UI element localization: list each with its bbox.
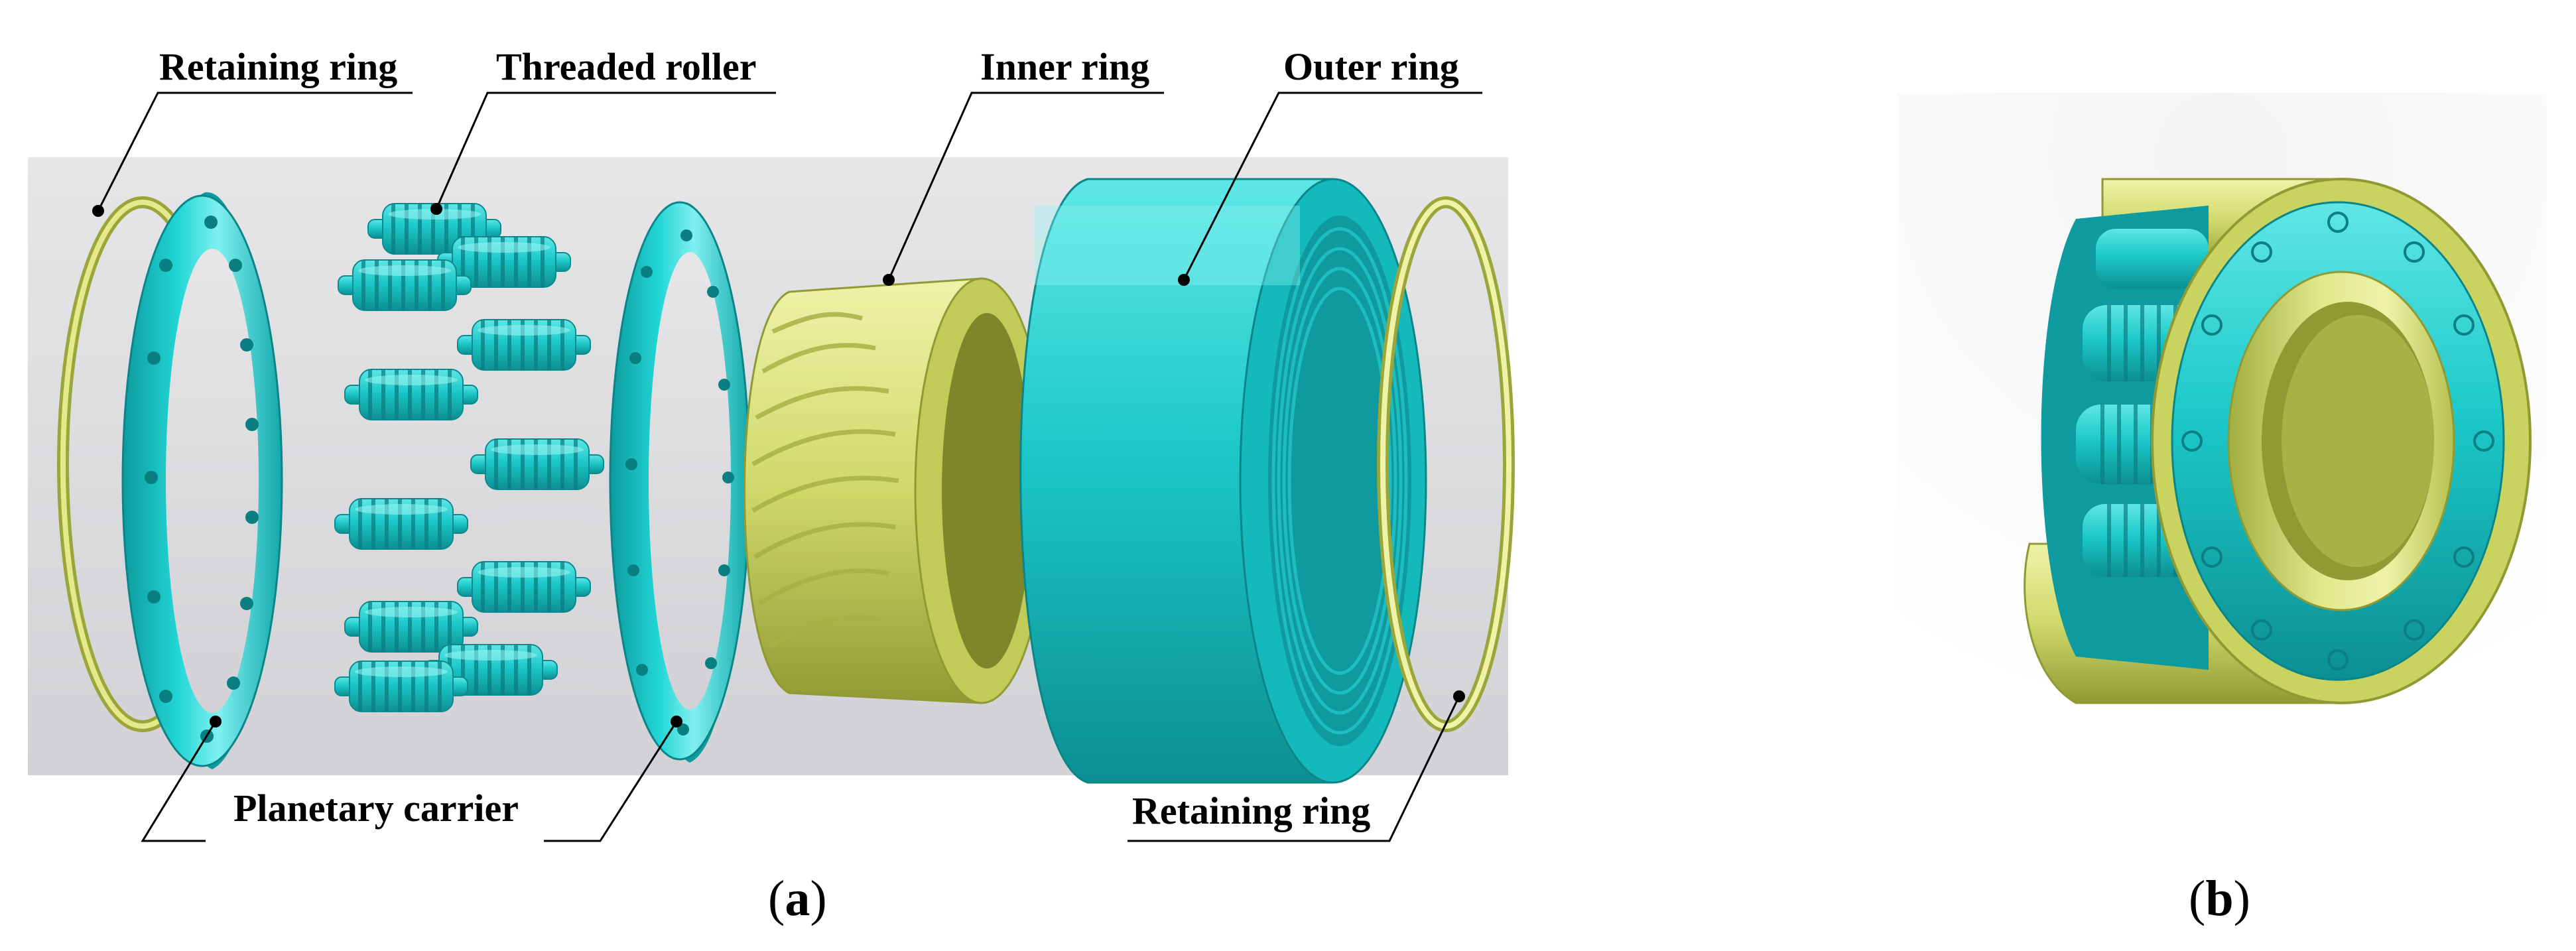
panel-a: Retaining ring Threaded roller Inner rin… (28, 45, 1515, 926)
caption-a: (a) (768, 871, 827, 926)
threaded-roller-part (458, 320, 590, 370)
leader-lines (97, 92, 1482, 842)
leader-inner-ring (887, 92, 1164, 281)
leader-planetary-carrier-left (141, 721, 217, 842)
threaded-roller-part (335, 661, 468, 712)
retaining-ring-right-part (1377, 196, 1515, 732)
leader-outer-ring (1183, 92, 1482, 281)
inner-ring-part (743, 277, 1049, 704)
leader-planetary-carrier-right (544, 721, 678, 842)
label-threaded-roller: Threaded roller (496, 45, 757, 88)
threaded-roller-part (335, 499, 468, 549)
label-outer-ring: Outer ring (1283, 45, 1459, 88)
leader-retaining-ring-left (97, 92, 413, 212)
label-retaining-ring-right: Retaining ring (1132, 789, 1370, 832)
leader-dots (92, 203, 1465, 728)
outer-ring-part (1019, 178, 1427, 784)
panel-b: (b) (1897, 93, 2547, 926)
label-retaining-ring-left: Retaining ring (159, 45, 397, 88)
threaded-roller-part (345, 369, 478, 420)
leader-retaining-ring-right (1127, 696, 1460, 842)
leader-threaded-roller (435, 92, 776, 210)
label-inner-ring: Inner ring (980, 45, 1149, 88)
planetary-carrier-left-part (121, 192, 283, 769)
planetary-carrier-right-part (609, 201, 751, 763)
threaded-roller-part (458, 562, 590, 612)
threaded-roller-part (338, 260, 471, 310)
label-planetary-carrier: Planetary carrier (233, 787, 519, 830)
threaded-roller-part (471, 439, 604, 489)
assembled-bearing-part (2024, 178, 2532, 704)
caption-b: (b) (2189, 871, 2250, 926)
